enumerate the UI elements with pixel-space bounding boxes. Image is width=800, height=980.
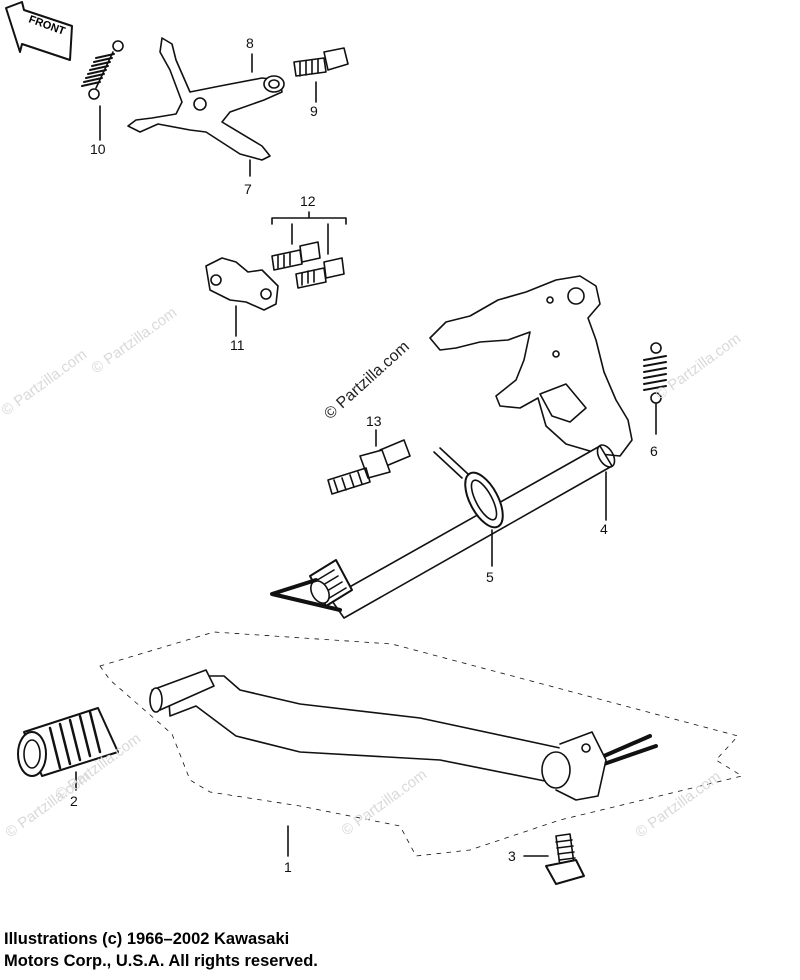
watermark-text: © Partzilla.com [0, 346, 90, 419]
callout-6: 6 [650, 443, 658, 459]
shift-pedal-part-1 [99, 631, 743, 857]
bolt-part-9 [293, 47, 349, 77]
callout-3: 3 [508, 848, 516, 864]
watermark-text: © Partzilla.com [652, 330, 744, 403]
watermark-text-dark: © Partzilla.com [321, 338, 412, 423]
watermark-text: © Partzilla.com [88, 304, 180, 377]
bolts-part-12 [271, 211, 347, 289]
callout-10: 10 [90, 141, 106, 157]
copyright-notice: Illustrations (c) 1966–2002 Kawasaki Mot… [4, 928, 318, 972]
callout-2: 2 [70, 793, 78, 809]
callout-11: 11 [230, 337, 245, 353]
watermarks: © Partzilla.com © Partzilla.com © Partzi… [0, 304, 744, 841]
spring-part-10 [81, 40, 124, 100]
copyright-line-2: Motors Corp., U.S.A. All rights reserved… [4, 952, 318, 970]
spring-part-6 [643, 342, 667, 435]
plate-part-11 [205, 257, 279, 337]
callout-4: 4 [600, 521, 608, 537]
connection-line [270, 578, 652, 758]
bolt-part-3 [523, 833, 585, 885]
lever-part-7 [127, 37, 285, 161]
callout-13: 13 [366, 413, 382, 429]
callout-numbers: 1 2 3 4 5 6 7 8 9 10 11 12 13 [70, 35, 658, 875]
callout-7: 7 [244, 181, 252, 197]
watermark-text: © Partzilla.com [632, 768, 724, 841]
rubber-part-2 [17, 707, 119, 791]
copyright-line-1: Illustrations (c) 1966–2002 Kawasaki [4, 930, 290, 948]
front-arrow-icon [5, 1, 73, 61]
callout-12: 12 [300, 193, 316, 209]
callout-8: 8 [246, 35, 254, 51]
clip-part-5 [433, 447, 504, 567]
callout-9: 9 [310, 103, 318, 119]
callout-5: 5 [486, 569, 494, 585]
stud-part-13 [327, 429, 411, 495]
shaft-assembly-part-4 [309, 275, 633, 619]
callout-1: 1 [284, 859, 292, 875]
watermark-text: © Partzilla.com [338, 766, 430, 839]
